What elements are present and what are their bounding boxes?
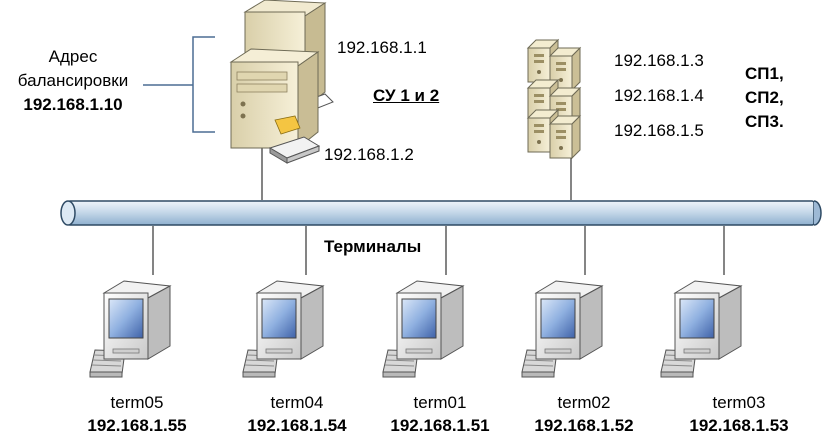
balancer-label-line1: Адрес bbox=[48, 47, 98, 66]
terminal-ip: 192.168.1.54 bbox=[247, 416, 347, 435]
control-server-ip-2: 192.168.1.2 bbox=[324, 145, 414, 164]
terminal-ip: 192.168.1.53 bbox=[689, 416, 789, 435]
control-server-ip-1: 192.168.1.1 bbox=[337, 38, 427, 57]
work-server-ip-1: 192.168.1.3 bbox=[614, 51, 704, 70]
terminal-name: term01 bbox=[413, 393, 467, 412]
terminals-label: Терминалы bbox=[324, 237, 422, 256]
terminal-name: term02 bbox=[557, 393, 611, 412]
work-server-name-1: СП1, bbox=[745, 64, 784, 83]
drop-lines bbox=[152, 148, 725, 275]
terminal-term04-icon bbox=[242, 280, 324, 378]
control-servers-title: СУ 1 и 2 bbox=[373, 86, 440, 105]
terminal-ip: 192.168.1.51 bbox=[390, 416, 490, 435]
work-server-ip-3: 192.168.1.5 bbox=[614, 121, 704, 140]
terminal-term02-icon bbox=[521, 280, 603, 378]
terminal-name: term04 bbox=[270, 393, 324, 412]
work-servers-icon bbox=[527, 39, 581, 159]
terminal-name: term05 bbox=[110, 393, 164, 412]
balancer-label-line2: балансировки bbox=[17, 71, 129, 90]
control-servers-icon bbox=[229, 0, 334, 164]
terminal-ip: 192.168.1.55 bbox=[87, 416, 187, 435]
terminal-term03-icon bbox=[660, 280, 742, 378]
balancer-bracket bbox=[192, 36, 215, 133]
work-server-name-3: СП3. bbox=[745, 112, 784, 131]
terminal-term05-icon bbox=[89, 280, 171, 378]
terminal-ip: 192.168.1.52 bbox=[534, 416, 634, 435]
balancer-ip: 192.168.1.10 bbox=[23, 95, 123, 114]
terminal-term01-icon bbox=[382, 280, 464, 378]
work-server-ip-2: 192.168.1.4 bbox=[614, 86, 704, 105]
terminal-name: term03 bbox=[712, 393, 766, 412]
network-bus bbox=[60, 200, 822, 226]
work-server-name-2: СП2, bbox=[745, 88, 784, 107]
